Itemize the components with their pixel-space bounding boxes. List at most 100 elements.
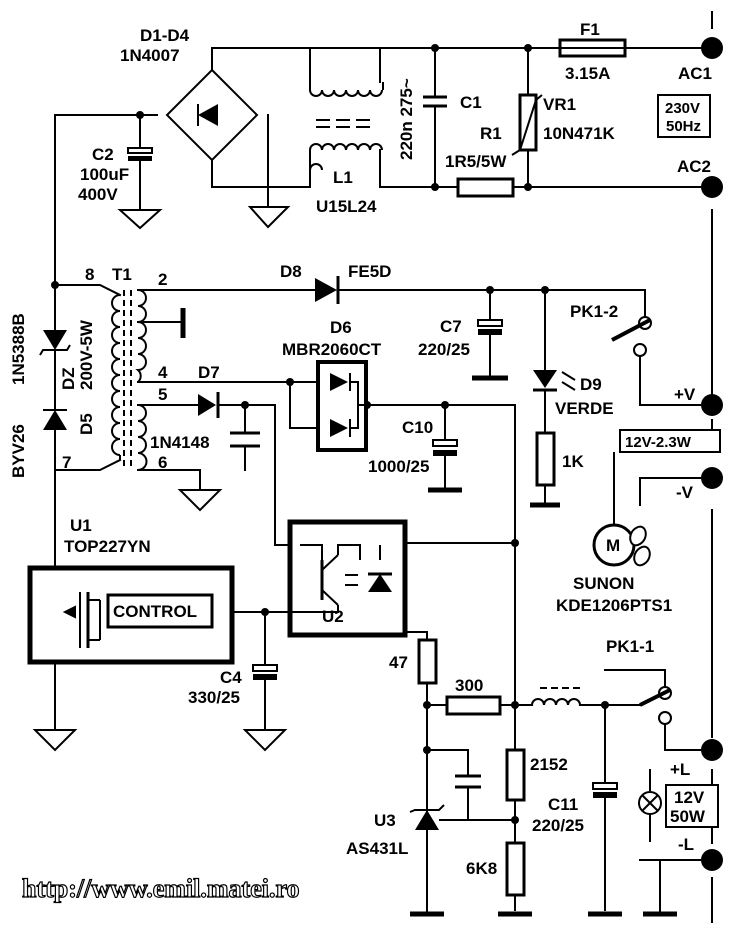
u3-part-label: AS431L xyxy=(346,839,408,858)
u2-led xyxy=(368,572,392,592)
t1-pin7-label: 7 xyxy=(62,453,71,472)
t1-pin2-label: 2 xyxy=(158,270,167,289)
c1-ref-label: C1 xyxy=(460,93,482,112)
ground-symbols xyxy=(32,206,291,752)
u1-ref-label: U1 xyxy=(70,516,92,535)
bridge-ref-label: D1-D4 xyxy=(140,26,190,45)
r6k8-label: 6K8 xyxy=(466,859,497,878)
fan-rating-box xyxy=(619,429,721,453)
dz-part-label: 1N5388B xyxy=(9,313,28,385)
vr1-ref-label: VR1 xyxy=(543,95,576,114)
lamp-rating-box xyxy=(665,784,719,828)
c2-ref-label: C2 xyxy=(92,145,114,164)
d8-diode xyxy=(315,276,340,304)
u2-optocoupler xyxy=(287,519,408,638)
dz-ref-label: DZ xyxy=(59,367,78,390)
led-resistor-label: 1K xyxy=(562,452,584,471)
t1-pin8-label: 8 xyxy=(85,265,94,284)
website-url: http://www.emil.matei.ro xyxy=(22,874,300,903)
pk1-1-relay-contact xyxy=(639,686,672,725)
d7-diode xyxy=(198,392,220,418)
minus-v-terminal xyxy=(701,467,723,489)
plus-v-label: +V xyxy=(674,385,696,404)
c11-value-label: 220/25 xyxy=(532,816,584,835)
vr1-varistor xyxy=(511,93,543,156)
u1-mosfet-symbol xyxy=(62,592,101,648)
minus-l-label: -L xyxy=(678,835,694,854)
r300-resistor xyxy=(445,695,502,716)
fan-motor-symbol: M xyxy=(606,536,620,555)
c10-capacitor xyxy=(432,439,458,456)
d7-part-label: 1N4148 xyxy=(150,433,210,452)
c11-capacitor xyxy=(592,782,618,798)
bridge-part-label: 1N4007 xyxy=(120,46,180,65)
mains-rating-box xyxy=(657,94,711,138)
r47-label: 47 xyxy=(389,653,408,672)
plus-l-terminal xyxy=(701,739,723,761)
r1-ref-label: R1 xyxy=(480,124,502,143)
d8-ref-label: D8 xyxy=(280,262,302,281)
c10-ref-label: C10 xyxy=(402,418,433,437)
l1-common-mode-choke xyxy=(309,82,384,171)
c7-ref-label: C7 xyxy=(440,317,462,336)
t1-transformer xyxy=(111,289,148,471)
plus-l-label: +L xyxy=(670,760,690,779)
c4-capacitor xyxy=(252,664,278,680)
mains-frequency-label: 50Hz xyxy=(666,118,701,135)
d7-filter-capacitor xyxy=(230,431,260,448)
d6-dual-schottky xyxy=(316,360,368,452)
t1-pin4-label: 4 xyxy=(158,363,168,382)
pk1-2-label: PK1-2 xyxy=(570,302,618,321)
compensation-capacitor xyxy=(455,774,481,789)
u1-part-label: TOP227YN xyxy=(64,537,151,556)
f1-fuse xyxy=(558,38,627,58)
c2-value-label: 100uF xyxy=(80,165,129,184)
d6-ref-label: D6 xyxy=(330,318,352,337)
u3-ref-label: U3 xyxy=(374,811,396,830)
u2-ref-label: U2 xyxy=(322,607,344,626)
fan-model-label: KDE1206PTS1 xyxy=(556,596,672,615)
d7-ref-label: D7 xyxy=(198,363,220,382)
led-resistor xyxy=(535,431,556,487)
plus-v-terminal xyxy=(701,394,723,416)
ac2-label: AC2 xyxy=(677,157,711,176)
lamp-power-label: 50W xyxy=(670,807,706,826)
c2-voltage-label: 400V xyxy=(78,185,118,204)
l1-part-label: U15L24 xyxy=(316,197,377,216)
t1-ref-label: T1 xyxy=(112,265,132,284)
u1-control-block xyxy=(106,593,214,629)
ac1-terminal xyxy=(701,37,723,59)
c4-ref-label: C4 xyxy=(220,668,242,687)
d5-diode xyxy=(43,409,67,430)
dz-value-label: 200V-5W xyxy=(77,319,96,390)
d9-color-label: VERDE xyxy=(555,399,614,418)
r6k8-resistor xyxy=(505,841,526,897)
bridge-rectifier-d1-d4 xyxy=(165,68,259,162)
r1-resistor xyxy=(456,177,515,198)
d9-led xyxy=(533,370,576,392)
d6-part-label: MBR2060CT xyxy=(282,340,382,359)
c7-value-label: 220/25 xyxy=(418,340,470,359)
f1-ref-label: F1 xyxy=(580,20,600,39)
u3-shunt-regulator xyxy=(409,804,445,830)
pk1-2-relay-contact xyxy=(611,316,652,357)
t1-pin5-label: 5 xyxy=(158,385,167,404)
lamp-voltage-label: 12V xyxy=(674,788,705,807)
minus-l-terminal xyxy=(701,849,723,871)
fan-rating-label: 12V-2.3W xyxy=(625,434,692,451)
r300-label: 300 xyxy=(455,676,483,695)
t1-pin6-label: 6 xyxy=(158,453,167,472)
lamp-icon xyxy=(638,791,662,815)
ac2-terminal xyxy=(701,176,723,198)
r2152-label: 2152 xyxy=(530,755,568,774)
r2152-resistor xyxy=(505,748,526,802)
junction-dots xyxy=(51,44,609,824)
u2-internals xyxy=(290,544,381,613)
vr1-part-label: 10N471K xyxy=(543,124,616,143)
d5-ref-label: D5 xyxy=(77,413,96,435)
c7-capacitor xyxy=(477,319,503,335)
c1-capacitor xyxy=(423,95,447,108)
r47-resistor xyxy=(417,638,438,685)
